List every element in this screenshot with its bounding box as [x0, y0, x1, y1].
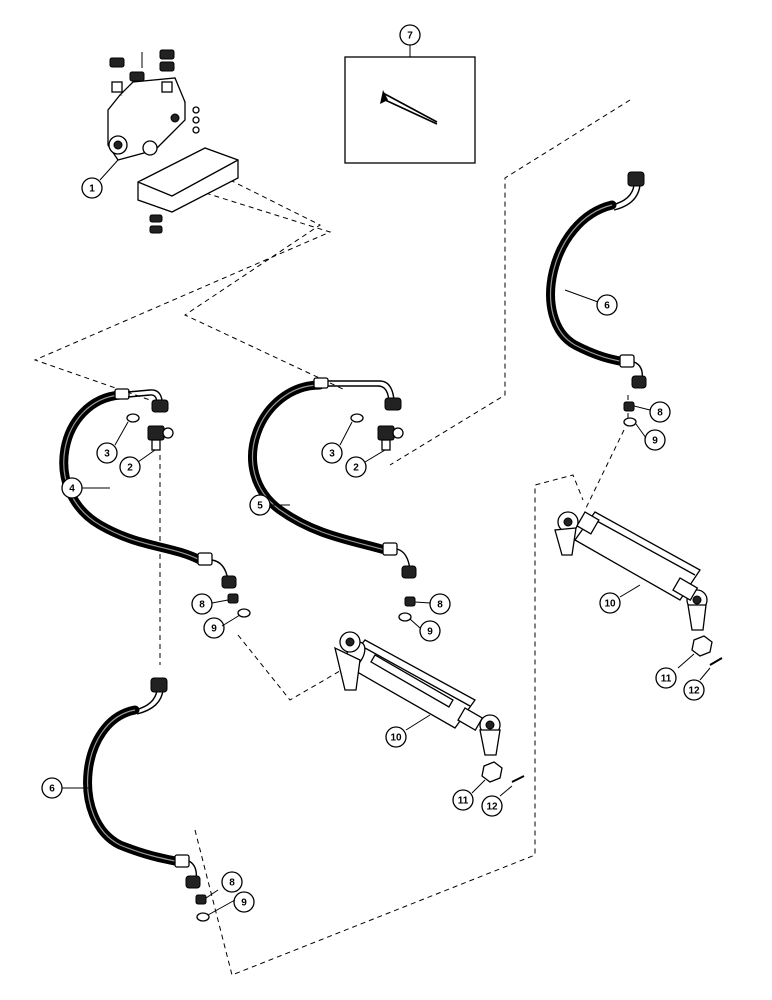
- callouts: 1 7 3 2 4 3 2 5: [41, 24, 705, 913]
- callout-9-right: 9: [644, 429, 666, 451]
- callout-5: 5: [249, 494, 271, 516]
- o-ring-9-middle: [398, 612, 412, 622]
- steering-cylinder-middle: [334, 631, 501, 756]
- callout-2-middle: 2: [345, 456, 367, 478]
- svg-text:11: 11: [458, 796, 469, 807]
- svg-text:9: 9: [211, 624, 217, 635]
- callout-9-middle: 9: [419, 620, 441, 642]
- valve-top-fittings: [109, 49, 200, 134]
- callout-9-bottom: 9: [233, 891, 255, 913]
- dash-valve-to-left-hose: [33, 184, 332, 401]
- cotter-pin-12-middle: [511, 775, 525, 783]
- svg-text:12: 12: [486, 802, 498, 813]
- svg-text:2: 2: [127, 463, 133, 474]
- callout-2-left: 2: [119, 456, 141, 478]
- fittings-and-seals: [114, 401, 651, 922]
- o-ring-9-right: [623, 417, 637, 427]
- callout-10-right: 10: [599, 592, 621, 614]
- svg-text:3: 3: [329, 449, 335, 460]
- dash-valve-to-middle-hose: [183, 179, 346, 391]
- dash-right-hose-to-cylinder: [584, 429, 625, 511]
- callout-3-left: 3: [96, 442, 118, 464]
- callout-1: 1: [81, 177, 103, 199]
- hose-6-upper-right: [546, 171, 647, 389]
- callout-12-middle: 12: [481, 795, 503, 817]
- adapter-2-middle: [377, 425, 404, 451]
- fitting-8-bottom: [195, 894, 207, 905]
- svg-text:2: 2: [353, 463, 359, 474]
- svg-text:3: 3: [104, 449, 110, 460]
- svg-text:11: 11: [661, 674, 672, 685]
- svg-text:10: 10: [390, 733, 402, 744]
- callout-3-middle: 3: [321, 442, 343, 464]
- nuts-and-cotter-pins: [471, 635, 723, 797]
- o-ring-3-middle: [350, 413, 364, 423]
- svg-text:10: 10: [604, 599, 616, 610]
- callout-11-right: 11: [655, 667, 677, 689]
- callout-8-middle: 8: [429, 593, 451, 615]
- castle-nut-11-middle: [481, 761, 503, 783]
- callout-6-upper-right: 6: [596, 294, 618, 316]
- o-ring-9-bottom: [196, 912, 210, 922]
- hose-5: [248, 377, 417, 579]
- dashed-connection-lines: [33, 99, 631, 976]
- cotter-pin-icon: [380, 90, 438, 125]
- callout-7: 7: [399, 24, 421, 46]
- fitting-8-middle: [404, 596, 416, 607]
- dash-bottom-return: [194, 474, 584, 976]
- callout-9-left: 9: [203, 617, 225, 639]
- callout-11-middle: 11: [452, 789, 474, 811]
- pin-frame: [344, 56, 476, 164]
- svg-text:4: 4: [69, 484, 75, 495]
- cotter-pin-12-right: [709, 657, 723, 666]
- hose-4: [59, 388, 237, 589]
- callout-8-right: 8: [649, 401, 671, 423]
- svg-text:12: 12: [688, 686, 700, 697]
- dash-right-to-middle-valve: [389, 99, 631, 466]
- fitting-8-left: [227, 593, 239, 604]
- svg-text:6: 6: [604, 301, 610, 312]
- svg-text:8: 8: [437, 600, 443, 611]
- adapter-2-left: [147, 425, 174, 451]
- steering-valve: [99, 49, 239, 234]
- svg-text:1: 1: [89, 184, 95, 195]
- callout-leaders: [207, 423, 647, 916]
- callout-12-right: 12: [683, 679, 705, 701]
- hose-6-lower-left: [62, 677, 201, 889]
- callout-8-left: 8: [191, 593, 213, 615]
- svg-text:9: 9: [241, 898, 247, 909]
- dash-left-to-middle-cylinder: [237, 634, 346, 701]
- svg-text:8: 8: [657, 408, 663, 419]
- svg-text:8: 8: [229, 878, 235, 889]
- callout-10-middle: 10: [385, 726, 407, 748]
- callout-4: 4: [61, 477, 83, 499]
- steering-cylinder-right: [554, 511, 708, 631]
- svg-text:5: 5: [257, 501, 263, 512]
- svg-text:8: 8: [199, 600, 205, 611]
- svg-text:6: 6: [49, 784, 55, 795]
- svg-text:9: 9: [427, 627, 433, 638]
- o-ring-3-left: [126, 413, 140, 423]
- o-ring-9-left: [237, 608, 251, 618]
- svg-text:9: 9: [652, 436, 658, 447]
- fitting-8-right: [623, 401, 635, 412]
- svg-text:7: 7: [407, 31, 413, 42]
- callout-6-lower-left: 6: [41, 777, 63, 799]
- castle-nut-11-right: [691, 635, 713, 657]
- cotter-pin-box: [344, 45, 476, 164]
- callout-8-bottom: 8: [221, 871, 243, 893]
